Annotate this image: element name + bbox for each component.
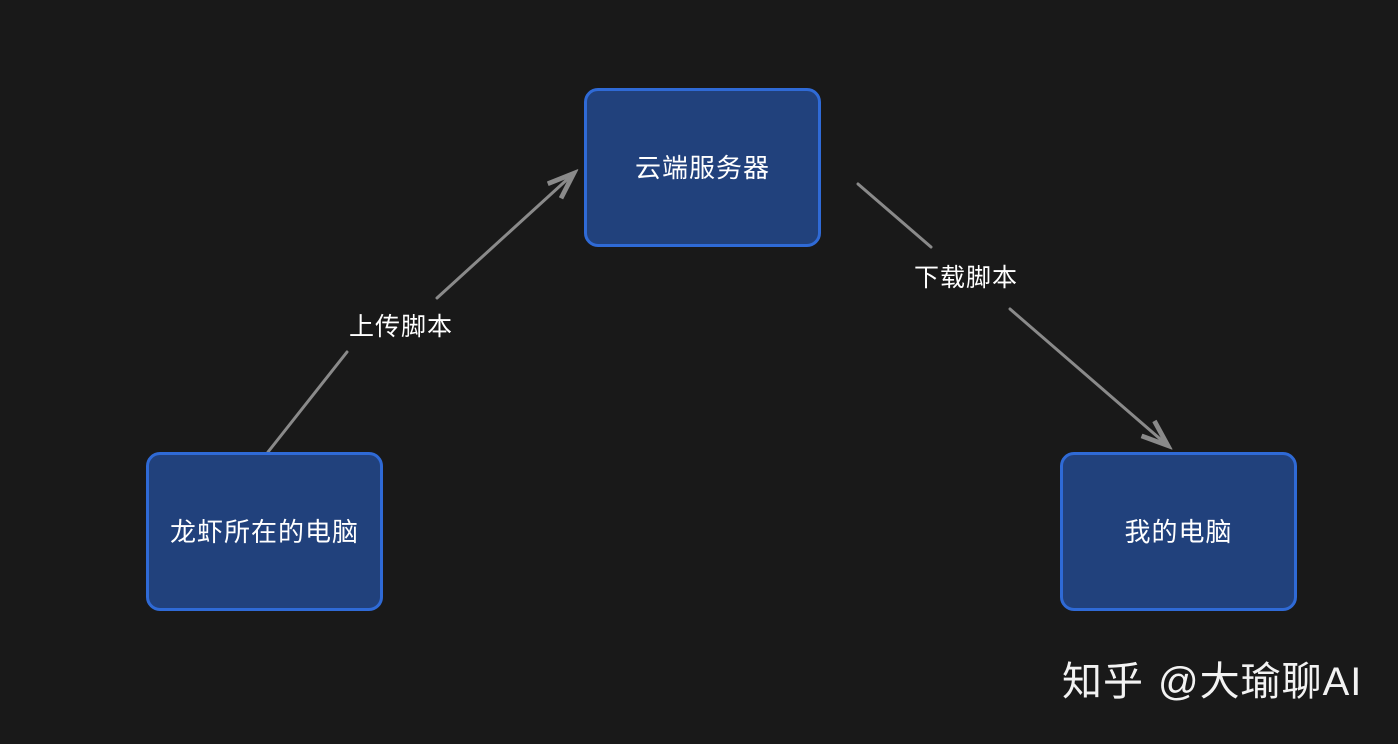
- watermark-platform: 知乎: [1062, 660, 1144, 704]
- node-my-computer-label: 我的电脑: [1124, 516, 1233, 547]
- node-my-computer[interactable]: 我的电脑: [1060, 452, 1297, 611]
- node-source-computer[interactable]: 龙虾所在的电脑: [146, 452, 383, 611]
- edge-download: [856, 182, 1166, 444]
- watermark: 知乎 @大瑜聊AI: [1062, 662, 1362, 702]
- edge-label-download: 下载脚本: [914, 264, 1019, 292]
- node-cloud-server-label: 云端服务器: [634, 152, 770, 183]
- watermark-handle: @大瑜聊AI: [1158, 660, 1363, 704]
- node-cloud-server[interactable]: 云端服务器: [584, 88, 821, 247]
- node-source-computer-label: 龙虾所在的电脑: [169, 516, 359, 547]
- edge-upload: [266, 175, 572, 454]
- edge-label-upload: 上传脚本: [349, 313, 454, 341]
